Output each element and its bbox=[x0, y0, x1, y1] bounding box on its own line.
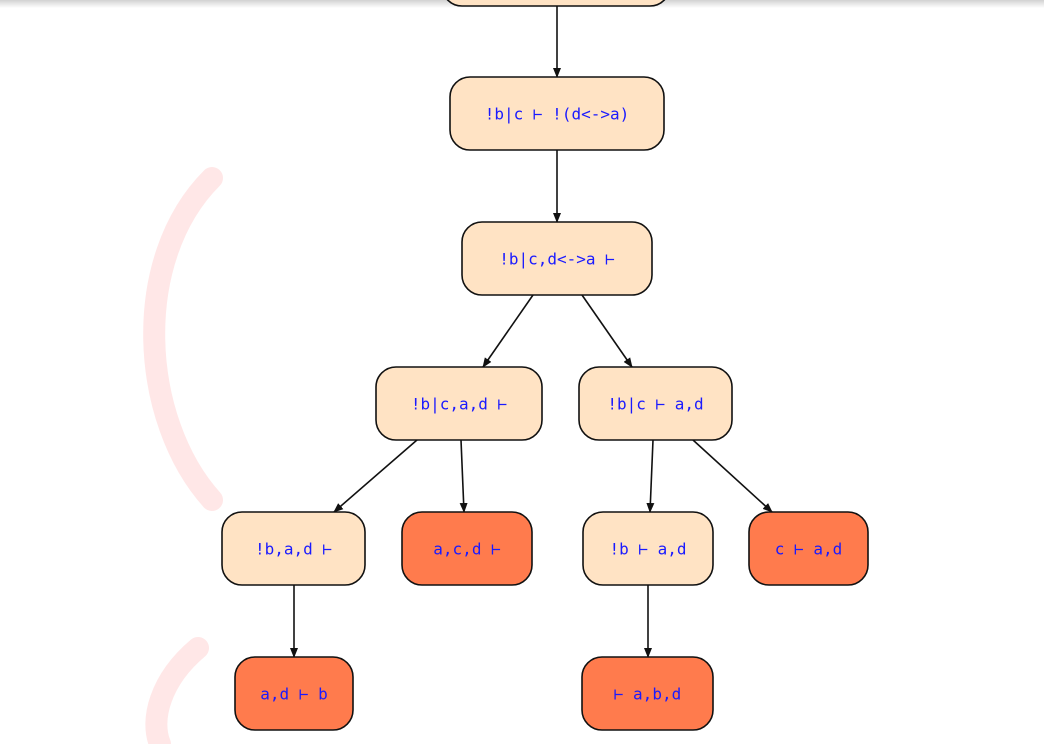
node-box bbox=[401, 511, 533, 586]
tree-node-n1: !b|c ⊢ !(d<->a) bbox=[449, 76, 665, 151]
tree-node-n5: !b,a,d ⊢ bbox=[221, 511, 366, 586]
edge-n4-n7 bbox=[646, 439, 655, 513]
tree-node-n10: ⊢ a,b,d bbox=[581, 656, 714, 731]
node-label: c ⊢ a,d bbox=[775, 540, 842, 559]
node-label: !b ⊢ a,d bbox=[609, 540, 686, 559]
nodes: !b|c ⊢ !(d<->a) !b|c,d<->a ⊢ !b|c,a,d ⊢ !b|… bbox=[221, 0, 869, 731]
node-box bbox=[578, 366, 733, 441]
edge-n2-n3 bbox=[482, 294, 534, 368]
tree-node-root bbox=[446, 0, 666, 7]
edge-n4-n8 bbox=[692, 439, 773, 513]
node-box bbox=[449, 76, 665, 151]
node-label: !b|c,a,d ⊢ bbox=[411, 395, 507, 414]
edges bbox=[290, 6, 773, 658]
node-box bbox=[375, 366, 543, 441]
tree-node-n2: !b|c,d<->a ⊢ bbox=[461, 221, 653, 296]
node-box bbox=[582, 511, 714, 586]
node-box bbox=[446, 0, 666, 7]
node-box bbox=[221, 511, 366, 586]
watermark-logo bbox=[143, 167, 223, 744]
node-box bbox=[461, 221, 653, 296]
tree-node-n8: c ⊢ a,d bbox=[748, 511, 869, 586]
node-label: a,d ⊢ b bbox=[260, 685, 327, 704]
node-label: !b|c ⊢ !(d<->a) bbox=[485, 105, 630, 124]
tree-node-n7: !b ⊢ a,d bbox=[582, 511, 714, 586]
tree-node-n9: a,d ⊢ b bbox=[234, 656, 354, 731]
node-label: a,c,d ⊢ bbox=[433, 540, 500, 559]
node-box bbox=[748, 511, 869, 586]
edge-n3-n6 bbox=[459, 439, 468, 513]
tree-node-n3: !b|c,a,d ⊢ bbox=[375, 366, 543, 441]
node-label: !b,a,d ⊢ bbox=[255, 540, 332, 559]
edge-n3-n5 bbox=[333, 439, 418, 513]
node-label: !b|c ⊢ a,d bbox=[607, 395, 703, 414]
tree-node-n4: !b|c ⊢ a,d bbox=[578, 366, 733, 441]
edge-n2-n4 bbox=[581, 294, 633, 368]
node-box bbox=[581, 656, 714, 731]
node-box bbox=[234, 656, 354, 731]
node-label: ⊢ a,b,d bbox=[614, 685, 681, 704]
node-label: !b|c,d<->a ⊢ bbox=[499, 250, 615, 269]
tree-node-n6: a,c,d ⊢ bbox=[401, 511, 533, 586]
